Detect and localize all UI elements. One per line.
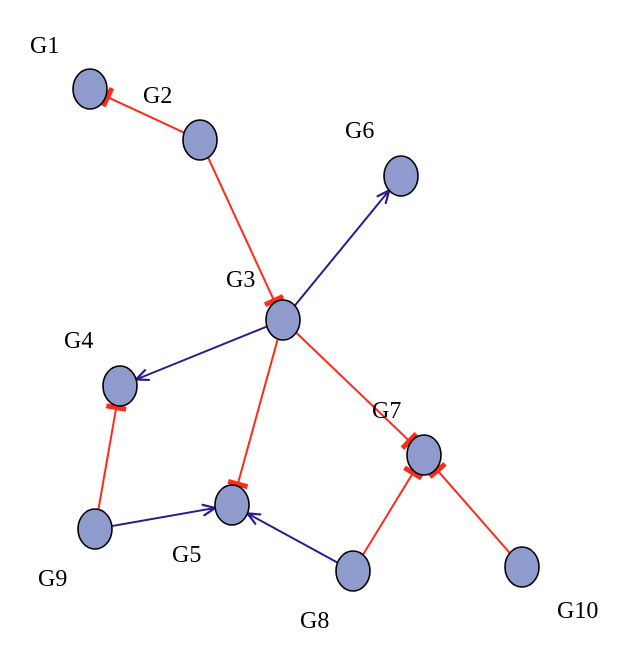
edge-line [105, 95, 185, 134]
edge-line [435, 468, 511, 554]
gene-node-circle [214, 484, 250, 526]
edge-g8-g5-activation [245, 512, 339, 564]
gene-node-circle [265, 299, 301, 341]
gene-node-circle [182, 119, 218, 161]
node-g10: G10 [504, 546, 598, 624]
edge-g9-g5-activation [111, 503, 218, 528]
node-g6: G6 [345, 118, 419, 197]
gene-node-circle [77, 508, 113, 550]
edge-line [236, 338, 279, 487]
edge-line [111, 506, 216, 528]
gene-node-circle [72, 68, 108, 110]
edge-g3-g7-inhibition [295, 331, 419, 450]
edge-g3-g6-activation [294, 188, 391, 307]
edge-line [246, 512, 339, 564]
gene-label: G5 [172, 542, 201, 568]
node-g9: G9 [38, 508, 113, 592]
inhibition-bar [101, 87, 115, 108]
gene-node-circle [335, 550, 371, 592]
gene-label: G9 [38, 566, 67, 592]
edge-g3-g4-activation [133, 325, 268, 382]
inhibition-bar [263, 294, 285, 308]
edge-g2-g3-inhibition [207, 157, 285, 308]
edge-line [207, 157, 276, 303]
gene-label: G10 [557, 598, 598, 624]
gene-label: G1 [30, 33, 59, 59]
gene-label: G4 [64, 328, 93, 354]
node-g2: G2 [143, 83, 218, 161]
edge-line [135, 325, 268, 381]
node-g5: G5 [172, 484, 250, 568]
node-g3: G3 [226, 267, 301, 341]
inhibition-bar [227, 478, 249, 490]
edge-g9-g4-inhibition [97, 403, 127, 510]
inhibition-bar [105, 403, 127, 412]
gene-label: G6 [345, 118, 374, 144]
edge-layer [97, 87, 511, 564]
gene-node-circle [406, 434, 442, 476]
gene-label: G3 [226, 267, 255, 293]
inhibition-bar [400, 432, 419, 450]
gene-label: G7 [372, 398, 401, 424]
gene-node-circle [102, 365, 138, 407]
edge-line [97, 405, 118, 510]
gene-label: G2 [143, 83, 172, 109]
edge-g3-g5-inhibition [227, 338, 279, 490]
node-g1: G1 [30, 33, 108, 110]
inhibition-bar [428, 461, 447, 479]
edge-line [362, 470, 415, 556]
gene-node-circle [504, 546, 540, 588]
edge-g10-g7-inhibition [428, 461, 511, 554]
gene-node-circle [383, 155, 419, 197]
node-g7: G7 [372, 398, 442, 476]
gene-label: G8 [300, 608, 329, 634]
edge-line [294, 189, 390, 307]
inhibition-bar [403, 465, 423, 481]
edge-g2-g1-inhibition [101, 87, 185, 134]
edge-g8-g7-inhibition [362, 465, 423, 556]
edge-line [295, 331, 412, 444]
node-g8: G8 [300, 550, 371, 634]
node-g4: G4 [64, 328, 138, 407]
